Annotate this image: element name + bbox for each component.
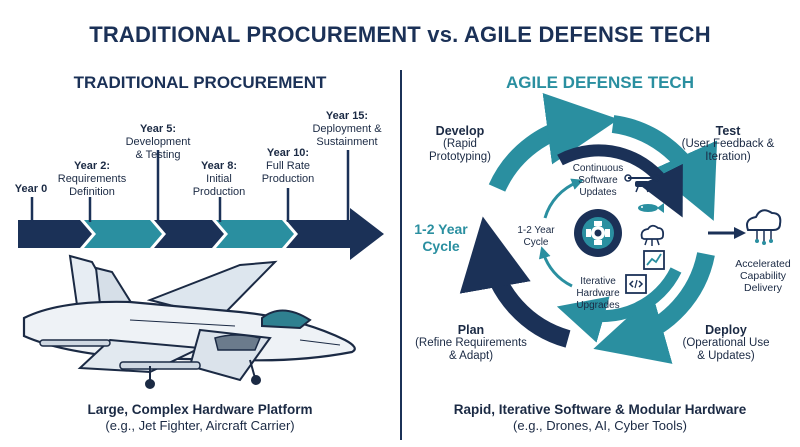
agile-caption: Rapid, Iterative Software & Modular Hard… xyxy=(453,402,747,433)
milestone-year0: Year 0 xyxy=(14,183,48,195)
delivery-label: Accelerated Capability Delivery xyxy=(735,258,791,294)
code-icon xyxy=(625,274,647,294)
agile-cycle-diagram xyxy=(459,93,782,364)
timeline-segment-1 xyxy=(18,220,92,248)
stage-develop: Develop (Rapid Prototyping) xyxy=(428,124,491,164)
traditional-caption: Large, Complex Hardware Platform (e.g., … xyxy=(87,402,313,433)
timeline-segment-5 xyxy=(286,208,384,260)
milestone-year5: Year 5: Development & Testing xyxy=(125,123,191,161)
drone-icon xyxy=(624,174,660,193)
timeline-segment-4 xyxy=(216,220,294,248)
inner-cycle-label: 1-2 Year Cycle xyxy=(517,225,555,248)
timeline-segment-2 xyxy=(84,220,162,248)
hardware-upgrades-label: Iterative Hardware Upgrades xyxy=(576,276,620,311)
milestone-year10: Year 10: Full Rate Production xyxy=(261,147,315,185)
jet-fighter-icon xyxy=(22,254,356,389)
outer-cycle-label: 1-2 Year Cycle xyxy=(414,221,468,254)
continuous-updates-label: Continuous Software Updates xyxy=(572,163,624,198)
inner-cycle-ring xyxy=(538,178,584,288)
cloud-network-icon xyxy=(640,224,665,246)
milestone-year8: Year 8: Initial Production xyxy=(192,160,246,198)
cloud-delivery-icon xyxy=(746,209,782,245)
timeline-segment-3 xyxy=(154,220,224,248)
stage-plan: Plan (Refine Requirements & Adapt) xyxy=(415,323,527,363)
section-divider xyxy=(400,70,402,440)
page-title: TRADITIONAL PROCUREMENT vs. AGILE DEFENS… xyxy=(89,22,711,47)
timeline-arrow xyxy=(18,150,384,389)
agile-heading: AGILE DEFENSE TECH xyxy=(506,73,694,92)
stage-deploy: Deploy (Operational Use & Updates) xyxy=(682,323,770,363)
outer-cycle-ring xyxy=(459,93,718,364)
traditional-heading: TRADITIONAL PROCUREMENT xyxy=(73,73,327,92)
milestone-year2: Year 2: Requirements Definition xyxy=(57,160,127,198)
gear-icon xyxy=(574,209,622,257)
milestone-year15: Year 15: Deployment & Sustainment xyxy=(312,110,382,148)
middle-cycle-ring xyxy=(556,144,683,343)
chart-icon xyxy=(643,250,665,270)
stage-test: Test (User Feedback & Iteration) xyxy=(681,124,775,164)
fish-icon xyxy=(638,203,664,213)
